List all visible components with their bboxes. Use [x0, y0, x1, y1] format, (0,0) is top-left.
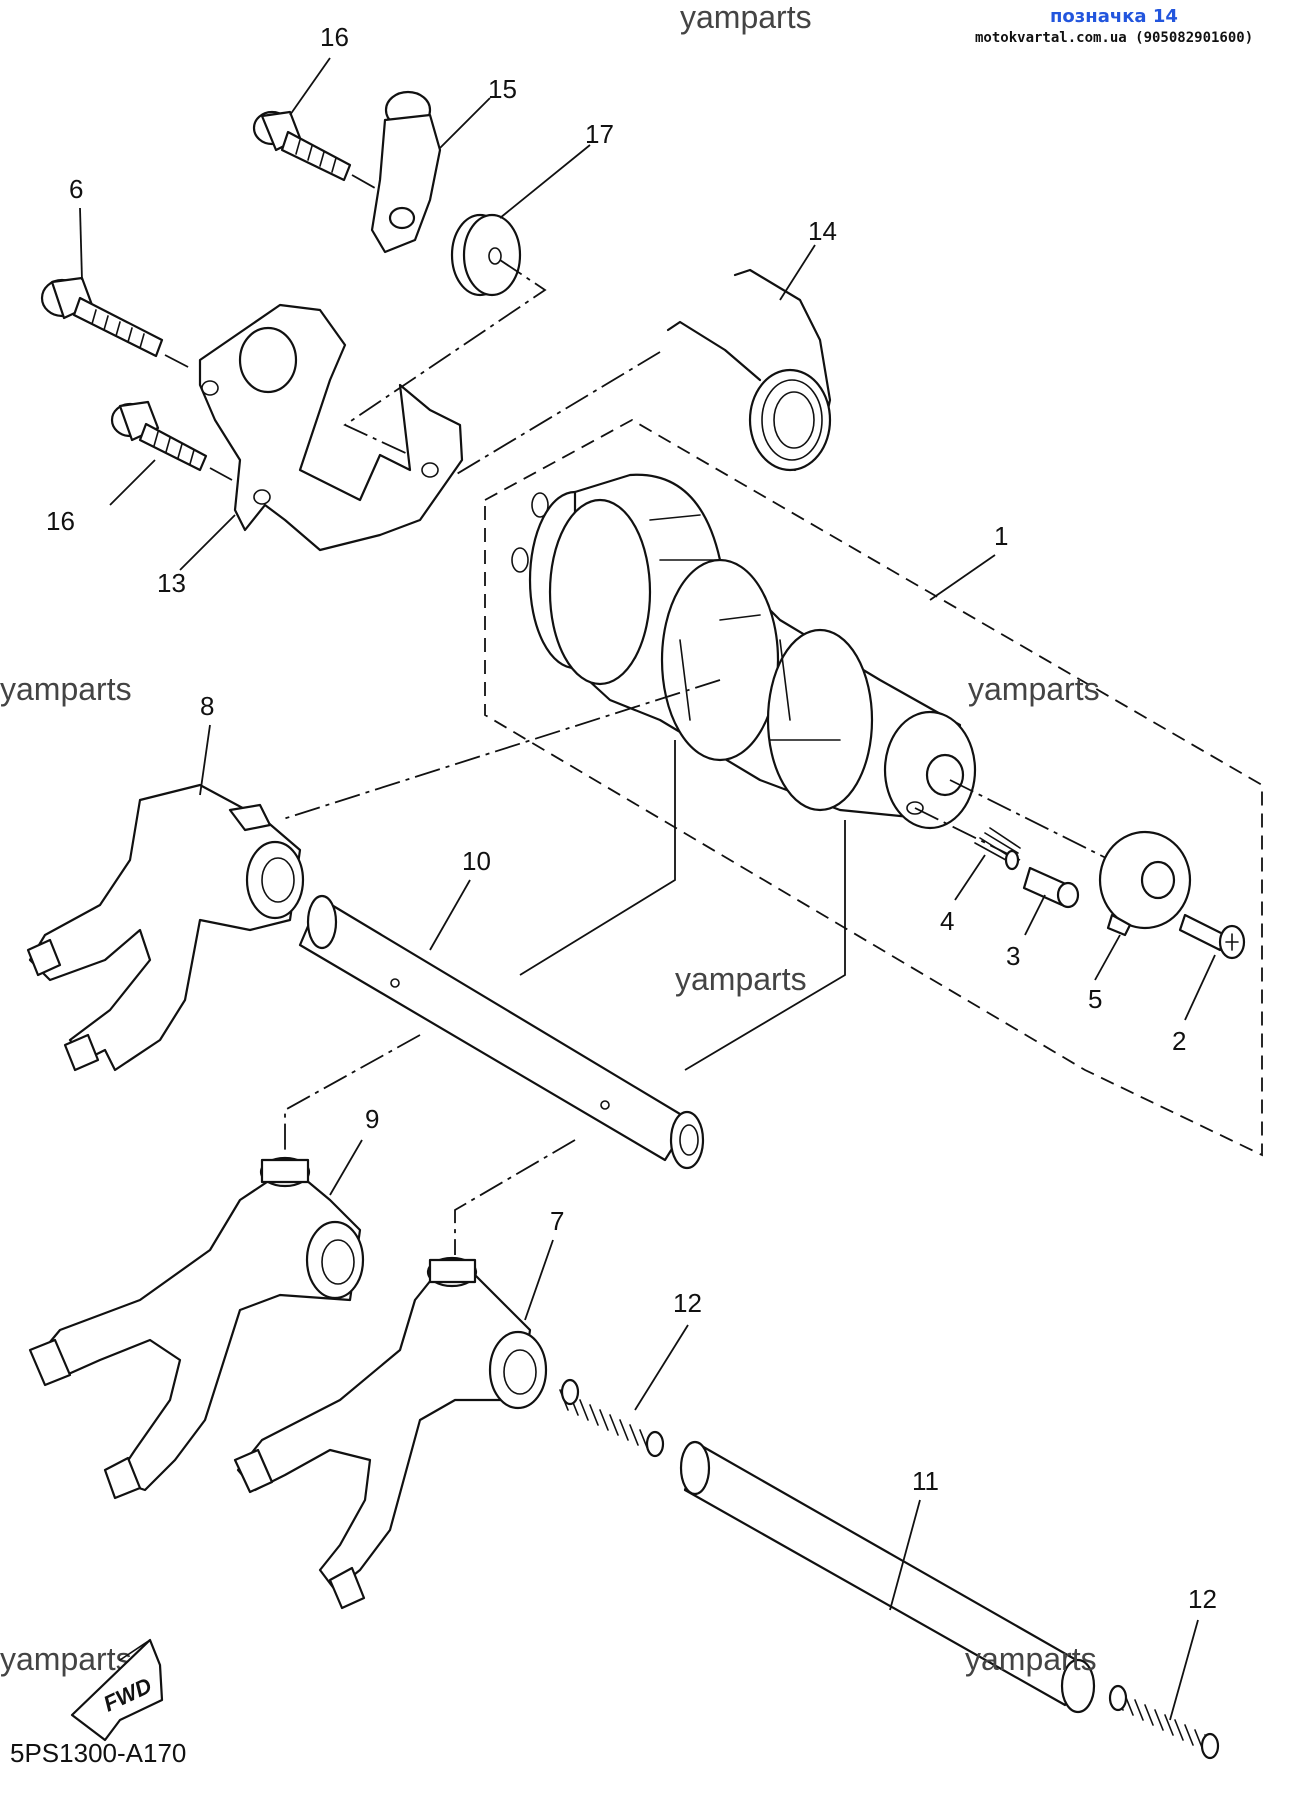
part-12-spring-upper [559, 1378, 665, 1458]
tag-site: motokvartal.com.ua (905082901600) [975, 30, 1253, 46]
callout-8: 8 [200, 691, 214, 721]
callout-7: 7 [550, 1206, 564, 1236]
part-2-screw [1178, 913, 1246, 960]
part-5-plate-washer [1098, 830, 1192, 937]
callout-16-lower: 16 [46, 506, 75, 536]
assembly-line [209, 467, 233, 481]
callout-10: 10 [462, 846, 491, 876]
part-4-spring [974, 827, 1021, 871]
callout-3: 3 [1006, 941, 1020, 971]
assembly-group-outline [484, 418, 1263, 1157]
assembly-line [284, 1034, 421, 1155]
tag-title: позначка 14 [1050, 6, 1178, 27]
part-17-collar [450, 213, 522, 297]
part-7-shift-fork [233, 1256, 548, 1610]
callout-12-upper: 12 [673, 1288, 702, 1318]
watermark: yamparts [675, 961, 807, 997]
part-13-segment-plate [198, 303, 464, 552]
callout-9: 9 [365, 1104, 379, 1134]
part-9-shift-fork [28, 1156, 365, 1500]
watermark: yamparts [965, 1641, 1097, 1677]
callout-14: 14 [808, 216, 837, 246]
part-15-stopper-lever [370, 90, 442, 254]
part-16-bolt-top [252, 110, 352, 182]
part-10-guide-bar [298, 894, 705, 1170]
part-11-guide-bar [679, 1440, 1096, 1714]
callout-17: 17 [585, 119, 614, 149]
watermark: yamparts [968, 671, 1100, 707]
assembly-line [351, 174, 376, 189]
callouts: 16 15 17 6 14 16 13 1 8 10 4 3 5 2 9 7 1… [46, 22, 1217, 1614]
part-12-spring-lower [1108, 1684, 1220, 1760]
assembly-line [454, 1139, 576, 1255]
part-8-shift-fork [26, 783, 305, 1072]
assembly-line [454, 351, 661, 476]
part-14-torsion-spring [666, 268, 832, 472]
callout-13: 13 [157, 568, 186, 598]
watermark-top: yamparts [680, 0, 812, 35]
callout-6: 6 [69, 174, 83, 204]
part-6-bolt [40, 276, 164, 358]
callout-12-lower: 12 [1188, 1584, 1217, 1614]
assembly-line [164, 354, 191, 369]
assembly-line [914, 807, 1021, 861]
callout-11: 11 [912, 1466, 939, 1496]
watermark: yamparts [0, 1641, 132, 1677]
diagram-code: 5PS1300-A170 [10, 1738, 186, 1768]
part-16-bolt-lower [110, 400, 208, 472]
part-3-pin [1022, 866, 1080, 909]
watermark: yamparts [0, 671, 132, 707]
callout-15: 15 [488, 74, 517, 104]
callout-1: 1 [994, 521, 1008, 551]
callout-16-top: 16 [320, 22, 349, 52]
callout-4: 4 [940, 906, 954, 936]
assembly-line [684, 820, 846, 1071]
assembly-line [343, 259, 547, 456]
part-1-shift-drum [511, 473, 977, 830]
callout-2: 2 [1172, 1026, 1186, 1056]
leader-lines [79, 57, 1216, 1721]
assembly-line [279, 679, 721, 821]
assembly-line [519, 740, 676, 976]
callout-5: 5 [1088, 984, 1102, 1014]
